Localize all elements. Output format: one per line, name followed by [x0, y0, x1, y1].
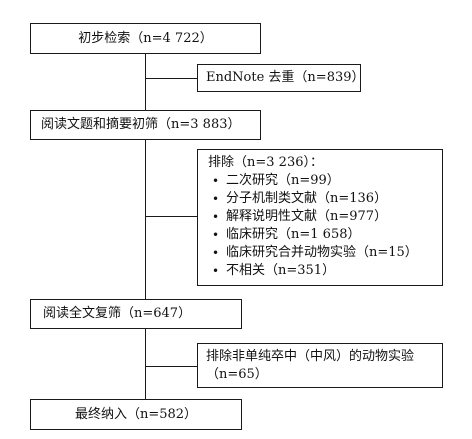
- title-abstract-screen-label: 阅读文题和摘要初筛（n=3 883）: [41, 117, 241, 132]
- exclusion-item: 解释说明性文献（n=977）: [208, 208, 442, 226]
- box-title-abstract-screen: 阅读文题和摘要初筛（n=3 883）: [30, 110, 261, 140]
- dedupe-label: EndNote 去重（n=839）: [206, 70, 365, 85]
- initial-search-label: 初步检索（n=4 722）: [78, 30, 213, 46]
- branch-connector-nonstroke: [145, 366, 198, 367]
- exclusion-item: 临床研究合并动物实验（n=15）: [208, 244, 442, 262]
- box-initial-search: 初步检索（n=4 722）: [30, 23, 261, 54]
- exclusion-item: 临床研究（n=1 658）: [208, 226, 442, 244]
- exclude-nonstroke-line2: （n=65）: [206, 367, 268, 382]
- fulltext-screen-label: 阅读全文复筛（n=647）: [43, 306, 192, 321]
- exclusion-item: 分子机制类文献（n=136）: [208, 190, 442, 208]
- spine-connector-3: [145, 329, 146, 399]
- box-exclusions: 排除（n=3 236）： 二次研究（n=99） 分子机制类文献（n=136） 解…: [197, 149, 443, 286]
- exclusion-item: 不相关（n=351）: [208, 262, 442, 280]
- exclusion-item: 二次研究（n=99）: [208, 172, 442, 190]
- exclusion-reasons-list: 二次研究（n=99） 分子机制类文献（n=136） 解释说明性文献（n=977）…: [208, 172, 442, 280]
- box-exclude-nonstroke: 排除非单纯卒中（中风）的动物实验 （n=65）: [197, 343, 443, 388]
- exclude-nonstroke-line1: 排除非单纯卒中（中风）的动物实验: [206, 349, 415, 364]
- box-dedupe: EndNote 去重（n=839）: [197, 64, 365, 92]
- box-final-included: 最终纳入（n=582）: [30, 399, 242, 430]
- branch-connector-dedupe: [145, 78, 198, 79]
- final-included-label: 最终纳入（n=582）: [74, 406, 198, 422]
- exclusions-title: 排除（n=3 236）：: [208, 155, 323, 170]
- spine-connector-2: [145, 139, 146, 300]
- spine-connector-1: [145, 53, 146, 110]
- branch-connector-exclusions: [145, 216, 198, 217]
- box-fulltext-screen: 阅读全文复筛（n=647）: [30, 299, 242, 329]
